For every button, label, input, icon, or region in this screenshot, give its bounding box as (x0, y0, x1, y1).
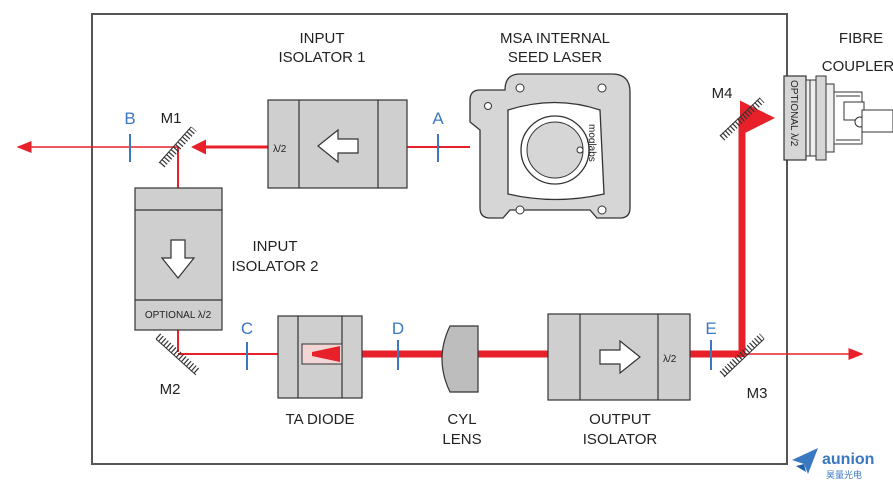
output-isolator: λ/2 (547, 313, 691, 401)
beam-paths (16, 100, 864, 360)
ta-diode-label: TA DIODE (286, 411, 355, 428)
measurement-point-d: D (392, 319, 404, 370)
logo-subtitle: 昊量光电 (826, 469, 862, 481)
m2-label: M2 (160, 381, 181, 398)
isolator-1-waveplate-label: λ/2 (273, 144, 287, 155)
fibre-coupler-label-line2: COUPLER (822, 58, 893, 75)
mirror-m4 (719, 97, 765, 141)
point-a-label: A (432, 109, 444, 128)
point-e-label: E (705, 319, 716, 338)
cylindrical-lens (441, 325, 479, 393)
arrow-down-icon (160, 239, 196, 279)
output-isolator-label-line2: ISOLATOR (583, 431, 658, 448)
measurement-point-c: C (241, 319, 253, 370)
fibre-coupler-label-line1: FIBRE (839, 30, 883, 47)
laser-brand-label: moglabs (586, 124, 597, 162)
measurement-point-a: A (432, 109, 444, 162)
input-isolator-2-label-line1: INPUT (253, 238, 298, 255)
arrow-left-icon (317, 128, 359, 164)
fibre-coupler: OPTIONAL λ/2 (783, 75, 893, 161)
output-isolator-waveplate-label: λ/2 (663, 354, 677, 365)
point-c-label: C (241, 319, 253, 338)
seed-laser: moglabs (469, 73, 631, 219)
mirror-m1 (158, 126, 197, 168)
input-isolator-1-label-line2: ISOLATOR 1 (279, 49, 366, 66)
seed-laser-label-line1: MSA INTERNAL (500, 30, 610, 47)
mirror-m3 (719, 333, 765, 378)
output-isolator-label-line1: OUTPUT (589, 411, 651, 428)
measurement-point-e: E (705, 319, 717, 370)
point-d-label: D (392, 319, 404, 338)
seed-laser-label-line2: SEED LASER (508, 49, 602, 66)
input-isolator-2: OPTIONAL λ/2 (134, 187, 223, 331)
m4-label: M4 (712, 85, 733, 102)
cyl-lens-label-line1: CYL (447, 411, 476, 428)
arrow-right-icon (599, 339, 641, 375)
aunion-logo: aunion 昊量光电 (792, 448, 874, 481)
input-isolator-1-label-line1: INPUT (300, 30, 345, 47)
input-isolator-2-label-line2: ISOLATOR 2 (232, 258, 319, 275)
point-b-label: B (124, 109, 135, 128)
coupler-optional-waveplate-label: OPTIONAL λ/2 (788, 80, 799, 147)
measurement-point-b: B (124, 109, 136, 162)
mirror-m2 (155, 333, 201, 376)
logo-name: aunion (822, 451, 874, 468)
m1-label: M1 (161, 110, 182, 127)
cyl-lens-label-line2: LENS (442, 431, 481, 448)
enclosure-frame (91, 13, 788, 465)
input-isolator-1: λ/2 (267, 99, 408, 189)
ta-diode (277, 315, 363, 399)
m3-label: M3 (747, 385, 768, 402)
isolator-2-optional-waveplate-label: OPTIONAL λ/2 (145, 310, 212, 321)
